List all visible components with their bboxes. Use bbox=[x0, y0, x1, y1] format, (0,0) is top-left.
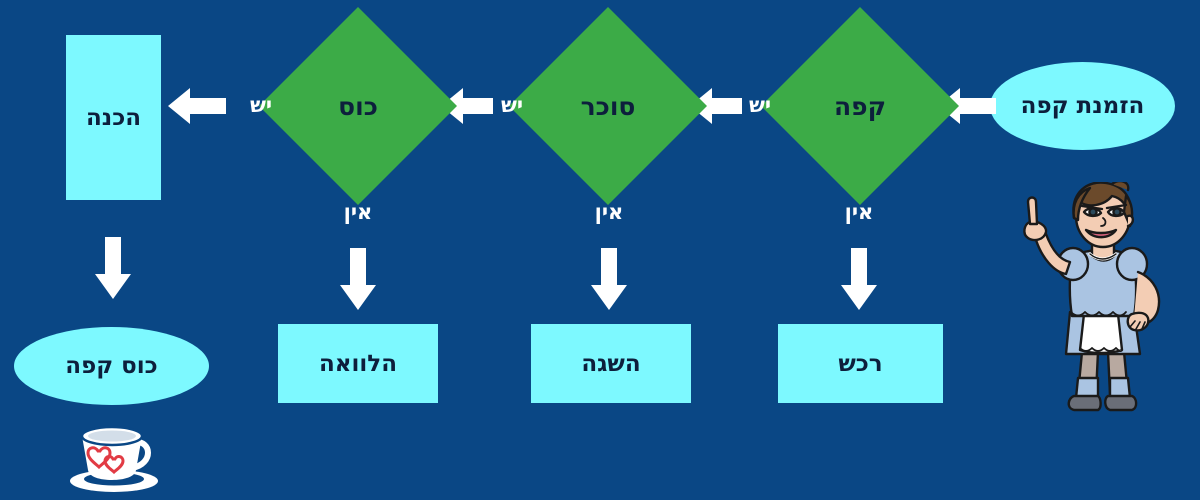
node-decision-coffee[interactable]: קפה bbox=[761, 7, 959, 205]
arrow-sugar-to-cup bbox=[441, 85, 493, 127]
edge-label-yes-sugar: יש bbox=[500, 93, 524, 117]
decision-coffee-label: קפה bbox=[833, 91, 887, 121]
node-decision-cup[interactable]: כוס bbox=[259, 7, 457, 205]
edge-label-no-cup: אין bbox=[343, 200, 373, 224]
edge-label-yes-coffee: יש bbox=[748, 93, 772, 117]
node-start-coffee-order[interactable]: הזמנת קפה bbox=[990, 62, 1175, 150]
arrow-coffee-to-purchase bbox=[838, 248, 880, 310]
decision-cup-label: כוס bbox=[338, 91, 378, 121]
node-end-cup-of-coffee[interactable]: כוס קפה bbox=[14, 327, 209, 405]
arrow-coffee-to-sugar bbox=[690, 85, 742, 127]
coffee-cup-icon bbox=[62, 418, 167, 496]
decision-sugar-label: סוכר bbox=[580, 91, 636, 121]
node-loan-label: הלוואה bbox=[318, 350, 398, 377]
arrow-cup-to-preparation bbox=[168, 85, 226, 127]
arrow-sugar-to-obtain bbox=[588, 248, 630, 310]
node-decision-sugar[interactable]: סוכר bbox=[509, 7, 707, 205]
node-purchase[interactable]: רכש bbox=[778, 324, 943, 403]
node-end-label: כוס קפה bbox=[65, 353, 158, 379]
node-loan[interactable]: הלוואה bbox=[278, 324, 438, 403]
node-obtain[interactable]: השגה bbox=[531, 324, 691, 403]
node-purchase-label: רכש bbox=[838, 350, 883, 377]
edge-label-yes-cup: יש bbox=[249, 93, 273, 117]
arrow-cup-to-loan bbox=[337, 248, 379, 310]
node-preparation-label: הכנה bbox=[85, 104, 142, 131]
node-preparation[interactable]: הכנה bbox=[66, 35, 161, 200]
node-obtain-label: השגה bbox=[581, 350, 641, 377]
arrow-preparation-to-end bbox=[92, 237, 134, 299]
node-start-label: הזמנת קפה bbox=[1020, 93, 1145, 119]
edge-label-no-coffee: אין bbox=[844, 200, 874, 224]
edge-label-no-sugar: אין bbox=[594, 200, 624, 224]
waitress-character-illustration bbox=[1012, 182, 1192, 414]
arrow-start-to-coffee bbox=[938, 85, 996, 127]
